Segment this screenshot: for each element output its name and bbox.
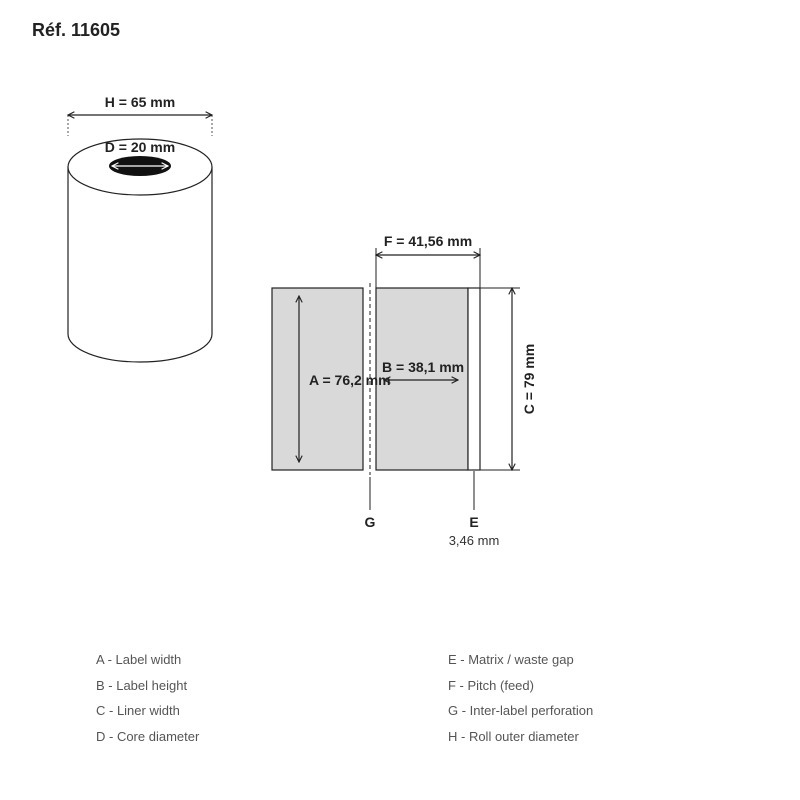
legend-item-d: D - Core diameter	[96, 728, 200, 744]
core-diameter-label: D = 20 mm	[105, 139, 175, 155]
legend-item-g: G - Inter-label perforation	[448, 703, 594, 719]
outer-diameter-label: H = 65 mm	[105, 94, 175, 110]
waste-gap-value: 3,46 mm	[449, 533, 500, 548]
legend-right-column: E - Matrix / waste gap F - Pitch (feed) …	[448, 652, 593, 754]
legend-item-f: F - Pitch (feed)	[448, 677, 534, 693]
legend-item-h: H - Roll outer diameter	[448, 728, 579, 744]
pitch-label: F = 41,56 mm	[384, 233, 472, 249]
legend-item-c: C - Liner width	[96, 703, 180, 719]
label-left	[271, 287, 364, 471]
page-title: Réf. 11605	[32, 20, 121, 40]
legend-item-a: A - Label width	[96, 652, 182, 667]
perforation-letter: G	[365, 514, 376, 530]
label-width-label: A = 76,2 mm	[309, 372, 391, 388]
legend-item-b: B - Label height	[96, 677, 188, 693]
roll-illustration: D = 20 mm H = 65 mm	[67, 94, 213, 363]
waste-gap-letter: E	[469, 514, 478, 530]
waste-gap-strip	[467, 287, 481, 471]
liner-width-label: C = 79 mm	[521, 344, 537, 414]
legend-item-e: E - Matrix / waste gap	[448, 652, 574, 667]
roll-body	[67, 167, 213, 363]
label-layout: G E 3,46 mm F = 41,56 mm A = 76,2 mm B =…	[271, 233, 537, 548]
label-height-label: B = 38,1 mm	[382, 359, 464, 375]
legend-left-column: A - Label width B - Label height C - Lin…	[96, 652, 199, 754]
